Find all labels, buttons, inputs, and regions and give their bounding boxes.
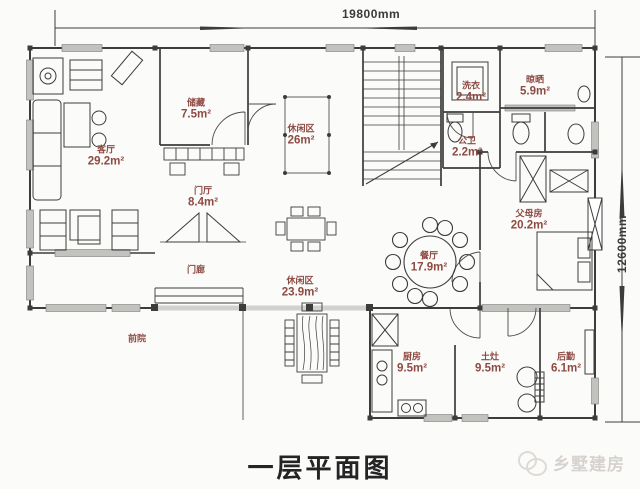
doors — [211, 103, 537, 339]
dimension-line-right — [605, 56, 640, 423]
columns — [27, 45, 598, 421]
bath-fixtures — [446, 61, 591, 145]
kitchen-furniture — [371, 313, 595, 417]
parents-room-furniture — [519, 155, 593, 291]
dimension-label-height: 12600mm — [615, 214, 629, 274]
room-label-menlang: 门廊 — [186, 264, 206, 275]
staircase — [363, 56, 441, 185]
hall-furniture — [163, 147, 337, 252]
dimension-label-width: 19800mm — [342, 7, 401, 21]
leisure-rug — [282, 95, 331, 175]
dining-table — [384, 216, 476, 308]
dimension-line-top — [54, 10, 596, 46]
room-label-qianyuan: 前院 — [127, 333, 147, 344]
plan-title: 一层平面图 — [247, 453, 393, 483]
living-room-furniture — [32, 50, 144, 251]
watermark: 乡墅建房 — [518, 450, 625, 476]
outdoor-table — [284, 302, 340, 384]
entrance-double-door — [160, 211, 246, 243]
watermark-brand-text: 乡墅建房 — [553, 455, 625, 474]
porch-steps — [154, 287, 244, 420]
brand-logo-icon — [518, 450, 548, 476]
windows — [26, 44, 599, 422]
